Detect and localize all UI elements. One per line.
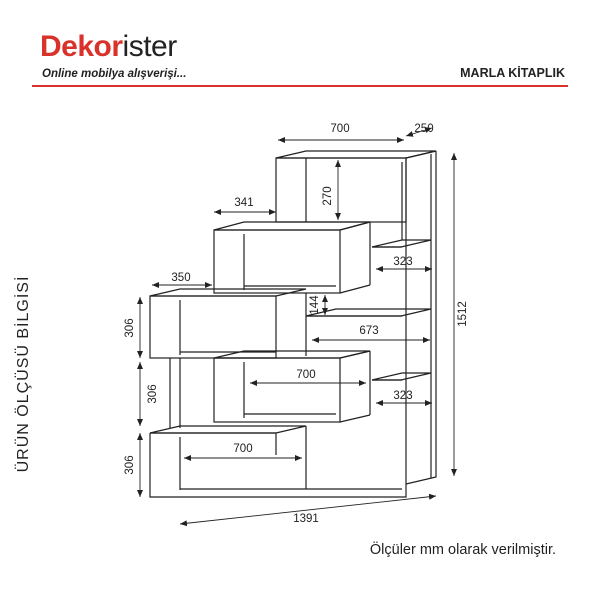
box-4 <box>213 357 341 423</box>
dim-total-height: 1512 <box>457 301 469 327</box>
bottom-box-lid <box>149 425 307 434</box>
dim-box-700-bottom: 700 <box>233 443 252 455</box>
dim-shelf-323-upper: 323 <box>393 256 412 268</box>
dim-gap-144: 144 <box>309 295 321 315</box>
brand-logo[interactable]: Dekorister <box>40 30 177 64</box>
dim-shelf-673: 673 <box>359 325 378 337</box>
dim-height-306-upper: 306 <box>124 318 136 337</box>
units-note: Ölçüler mm olarak verilmiştir. <box>369 542 556 558</box>
logo-text-secondary: ister <box>122 30 178 63</box>
dim-total-width: 1391 <box>293 513 319 525</box>
product-title: MARLA KİTAPLIK <box>460 66 565 80</box>
header-divider <box>32 85 568 87</box>
dim-box-700-middle: 700 <box>296 369 315 381</box>
top-box <box>275 157 407 223</box>
dim-top-width: 700 <box>330 123 349 135</box>
dim-height-306-middle: 306 <box>147 384 159 403</box>
box-3 <box>149 295 277 359</box>
header: Dekorister Online mobilya alışverişi... … <box>0 0 600 90</box>
bookshelf-outline <box>149 150 437 498</box>
logo-text-primary: Dekor <box>40 30 123 63</box>
dim-depth: 250 <box>414 123 433 135</box>
dim-height-306-lower: 306 <box>124 455 136 474</box>
dimension-lines <box>137 127 457 527</box>
dim-shelf-350: 350 <box>171 272 190 284</box>
tagline: Online mobilya alışverişi... <box>42 68 187 80</box>
box-2 <box>213 229 341 294</box>
dim-top-box-height: 270 <box>322 186 334 205</box>
dim-shelf-323-lower: 323 <box>393 390 412 402</box>
dim-shelf-341: 341 <box>234 197 253 209</box>
